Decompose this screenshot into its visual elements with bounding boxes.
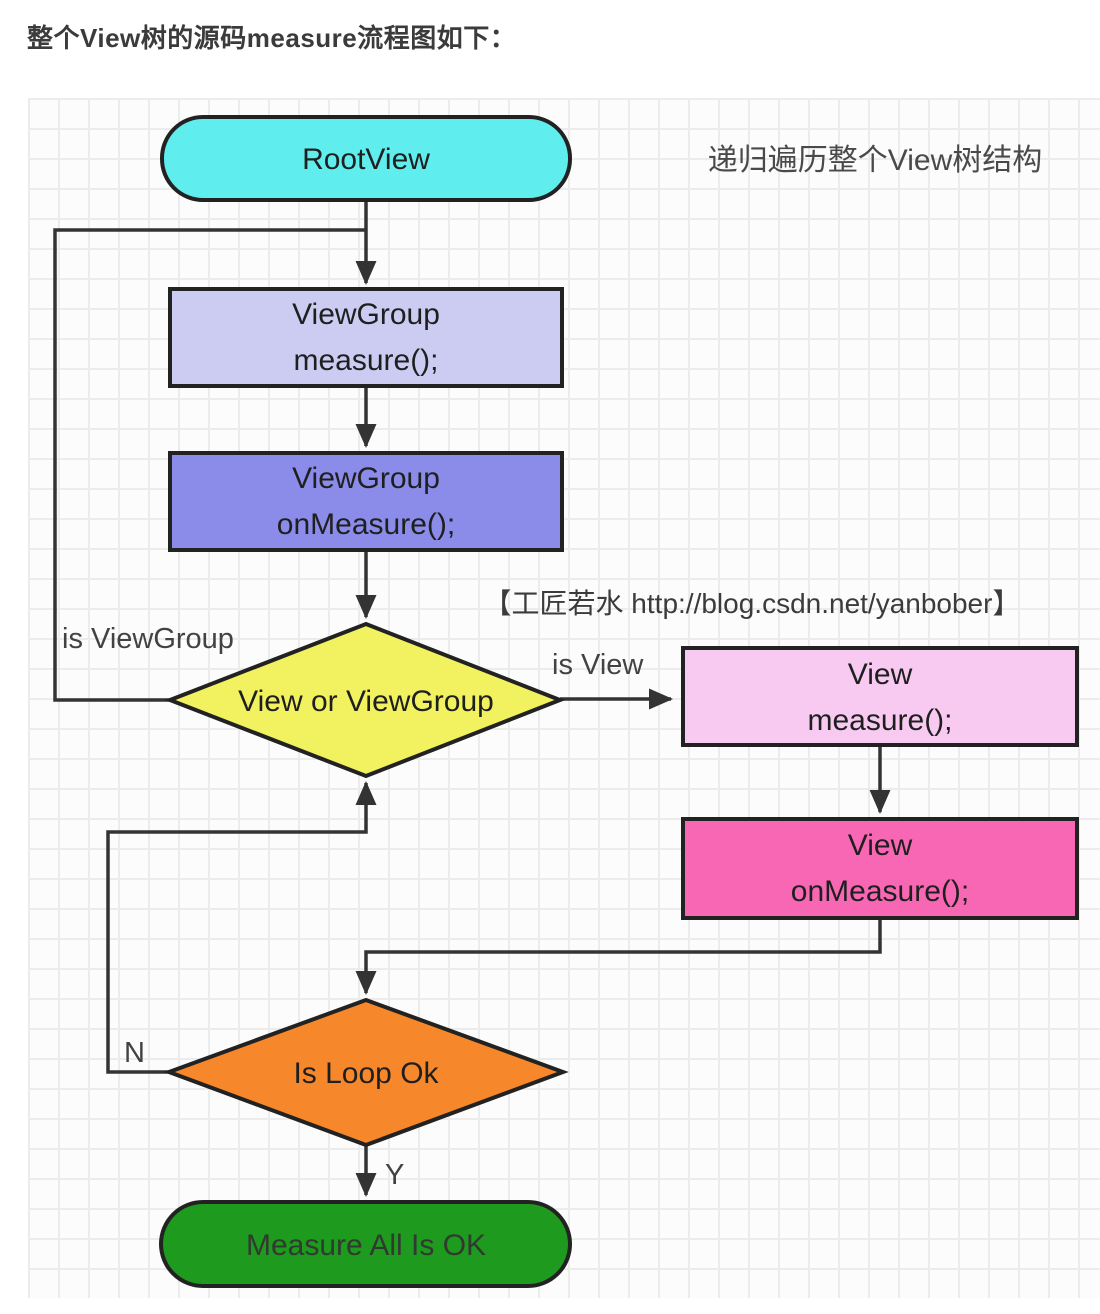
node-view-onmeasure bbox=[681, 817, 1079, 920]
edge-loop-is-viewgroup bbox=[53, 228, 366, 702]
node-measure-all-ok bbox=[159, 1200, 572, 1288]
edge-label-is-viewgroup: is ViewGroup bbox=[62, 623, 234, 655]
node-viewgroup-onmeasure bbox=[168, 451, 564, 552]
node-measure-all-ok-label: Measure All Is OK bbox=[246, 1229, 486, 1262]
node-viewgroup-onmeasure-line1: ViewGroup bbox=[292, 462, 440, 495]
node-decision-is-loop-ok bbox=[163, 997, 569, 1148]
node-rootview bbox=[160, 115, 572, 202]
watermark-text: 【工匠若水 http://blog.csdn.net/yanbober】 bbox=[484, 588, 1021, 619]
node-view-measure bbox=[681, 646, 1079, 747]
annotation-recursive-traversal: 递归遍历整个View树结构 bbox=[708, 144, 1042, 177]
node-viewgroup-measure-line1: ViewGroup bbox=[292, 298, 440, 331]
node-viewgroup-measure-line2: measure(); bbox=[293, 344, 438, 377]
node-view-onmeasure-line2: onMeasure(); bbox=[791, 875, 969, 908]
node-rootview-label: RootView bbox=[302, 143, 430, 176]
node-decision-view-or-viewgroup-label: View or ViewGroup bbox=[238, 685, 494, 718]
edge-label-yes: Y bbox=[385, 1159, 404, 1191]
edge-loop-check-no-back-to-decision bbox=[106, 781, 377, 1074]
node-viewgroup-onmeasure-line2: onMeasure(); bbox=[277, 508, 455, 541]
node-view-measure-line1: View bbox=[848, 658, 913, 691]
edge-label-is-view: is View bbox=[552, 649, 644, 681]
node-decision-view-or-viewgroup bbox=[164, 621, 566, 779]
edge-view-onmeasure-to-loop-check bbox=[355, 918, 882, 995]
node-decision-is-loop-ok-label: Is Loop Ok bbox=[293, 1057, 439, 1090]
page-title: 整个View树的源码measure流程图如下： bbox=[27, 23, 517, 53]
node-view-measure-line2: measure(); bbox=[807, 704, 952, 737]
node-viewgroup-measure bbox=[168, 287, 564, 388]
edge-label-no: N bbox=[124, 1037, 145, 1069]
node-view-onmeasure-line1: View bbox=[848, 829, 913, 862]
